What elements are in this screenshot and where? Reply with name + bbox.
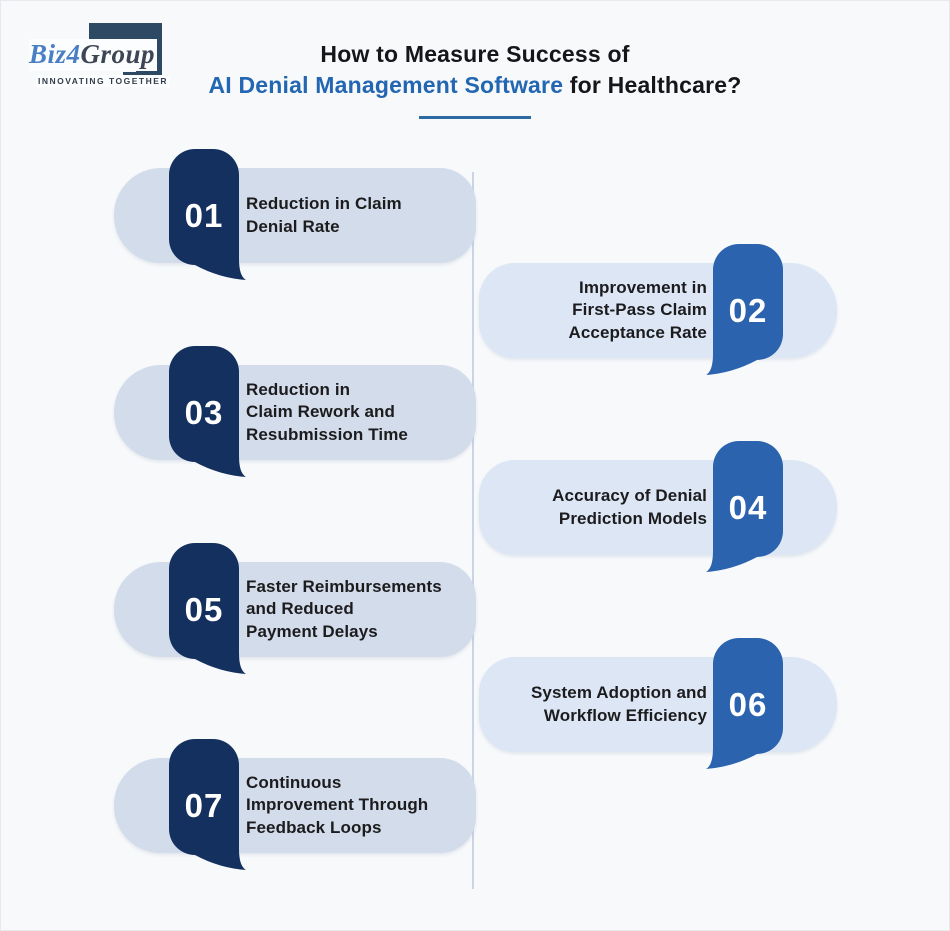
- logo-tagline: INNOVATING TOGETHER: [36, 75, 171, 87]
- logo-word-biz: Biz: [29, 39, 67, 69]
- step-title: Continuous Improvement Through Feedback …: [246, 772, 429, 837]
- step-number-badge: 04: [706, 441, 783, 572]
- step-title: Faster Reimbursements and Reduced Paymen…: [246, 576, 442, 641]
- step-number-badge: 02: [706, 244, 783, 375]
- timeline-connector: [472, 172, 474, 889]
- step-title: Accuracy of Denial Prediction Models: [552, 486, 707, 528]
- page-title-rest: for Healthcare?: [563, 72, 742, 98]
- step-title: Improvement in First-Pass Claim Acceptan…: [568, 277, 707, 342]
- page-title-line1: How to Measure Success of: [320, 41, 630, 67]
- step-number: 01: [185, 197, 224, 234]
- step-number-badge: 01: [169, 149, 246, 280]
- step-number-badge: 06: [706, 638, 783, 769]
- page-header: How to Measure Success of AI Denial Mana…: [1, 39, 949, 119]
- logo-wordmark: Biz4Group: [29, 39, 158, 71]
- page-title-highlight: AI Denial Management Software: [208, 72, 564, 98]
- step-number: 05: [185, 591, 224, 628]
- page-title-line2: AI Denial Management Software for Health…: [1, 69, 949, 101]
- logo-word-group: Group: [80, 39, 156, 69]
- step-title: System Adoption and Workflow Efficiency: [530, 683, 707, 725]
- biz4group-logo: Biz4Group INNOVATING TOGETHER: [29, 21, 174, 91]
- step-number: 07: [185, 787, 224, 824]
- step-title: Reduction in Claim Rework and Resubmissi…: [246, 379, 408, 444]
- step-title: Reduction in Claim Denial Rate: [246, 194, 402, 236]
- step-number: 04: [729, 489, 768, 526]
- step-number-badge: 03: [169, 346, 246, 477]
- step-number-badge: 05: [169, 543, 246, 674]
- step-number: 03: [185, 394, 224, 431]
- title-underline-divider: [419, 116, 531, 119]
- logo-word-4: 4: [66, 39, 81, 69]
- step-number: 06: [729, 686, 768, 723]
- step-number: 02: [729, 292, 768, 329]
- step-number-badge: 07: [169, 739, 246, 870]
